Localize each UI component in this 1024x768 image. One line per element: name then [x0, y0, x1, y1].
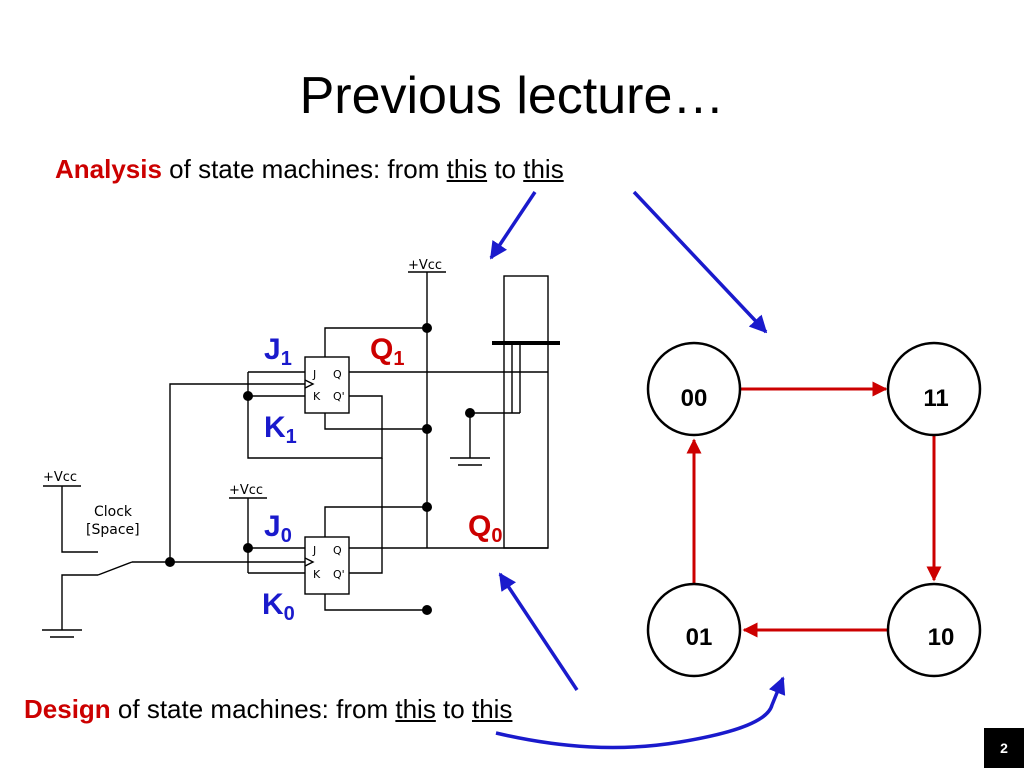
analysis-keyword: Analysis [55, 154, 162, 184]
analysis-caption: Analysis of state machines: from this to… [55, 154, 564, 185]
k1-feedback-wire [247, 395, 383, 459]
ff1-clear-wire [324, 413, 427, 430]
vcc-label-top: +Vcc [408, 258, 442, 273]
ff0-preset-wire [324, 506, 427, 537]
junction-dot [422, 605, 432, 615]
junction-dot [243, 543, 253, 553]
analysis-mid: to [487, 154, 524, 184]
state-node-01 [646, 582, 742, 678]
state-diagram: 00 11 10 01 [646, 341, 982, 678]
junction-dot [422, 424, 432, 434]
ff1-preset-wire [324, 327, 427, 357]
ff0-clock-triangle [304, 557, 315, 567]
flip-flop-1 [304, 356, 350, 414]
design-caption: Design of state machines: from this to t… [24, 694, 512, 725]
state-label-00: 00 [681, 385, 708, 412]
state-node-11 [886, 341, 982, 437]
ff0-k-pin: K [313, 568, 321, 581]
design-link-state-diagram[interactable]: this [471, 694, 513, 724]
pointer-analysis-to-state-diagram [632, 190, 768, 334]
clock-switch [97, 561, 133, 576]
ff1-clock-wire [169, 383, 305, 562]
pointer-analysis-to-circuit [489, 191, 537, 260]
pin-label-q1: Q1 [370, 333, 405, 370]
ff1-k-pin: K [313, 390, 321, 403]
clock-sublabel: [Space] [86, 522, 140, 538]
clock-ground-wire [61, 574, 98, 630]
ff1-qbar-pin: Q' [333, 390, 345, 403]
ff0-qbar-pin: Q' [333, 568, 345, 581]
flip-flop-0 [304, 536, 350, 595]
ff0-j-pin: J [312, 544, 316, 557]
analysis-link-circuit[interactable]: this [446, 154, 488, 184]
design-link-circuit[interactable]: this [395, 694, 436, 724]
pin-label-j0: J0 [264, 510, 292, 547]
state-label-11: 11 [923, 385, 948, 412]
analysis-link-state-diagram[interactable]: this [523, 154, 564, 184]
vcc-label-ff0: +Vcc [229, 483, 263, 498]
page-number: 2 [984, 728, 1024, 768]
ff1-q-pin: Q [333, 368, 342, 381]
junction-dot [165, 557, 175, 567]
state-label-10: 10 [928, 624, 955, 651]
pointer-design-to-circuit [498, 572, 579, 691]
clock-label: Clock [94, 504, 133, 520]
junction-dot [243, 391, 253, 401]
analysis-text: of state machines: from [161, 154, 447, 184]
ff1-j-pin: J [312, 368, 316, 381]
state-node-00 [646, 341, 742, 437]
state-label-01: 01 [686, 624, 713, 651]
pin-label-k0: K0 [262, 588, 295, 625]
circuit-schematic: +Vcc +Vcc +Vcc Clock [Space] J K Q Q' J … [42, 258, 560, 638]
design-text: of state machines: from [110, 694, 396, 724]
design-mid: to [435, 694, 472, 724]
pin-label-q0: Q0 [468, 510, 503, 547]
k0-feedback-wire [349, 458, 383, 574]
led-display [503, 275, 549, 549]
junction-dot [465, 408, 475, 418]
pin-label-k1: K1 [264, 411, 297, 448]
design-keyword: Design [24, 694, 111, 724]
pin-label-j1: J1 [264, 333, 292, 370]
junction-dot [422, 323, 432, 333]
ff0-q-pin: Q [333, 544, 342, 557]
slide-title: Previous lecture… [299, 67, 725, 125]
state-node-10 [886, 582, 982, 678]
ff1-clock-triangle [304, 379, 315, 389]
pointer-design-to-state-diagram [495, 676, 786, 750]
vcc-label-clock: +Vcc [43, 470, 77, 485]
ff0-clear-wire [324, 594, 427, 611]
clock-vcc-wire [61, 486, 98, 553]
junction-dot [422, 502, 432, 512]
